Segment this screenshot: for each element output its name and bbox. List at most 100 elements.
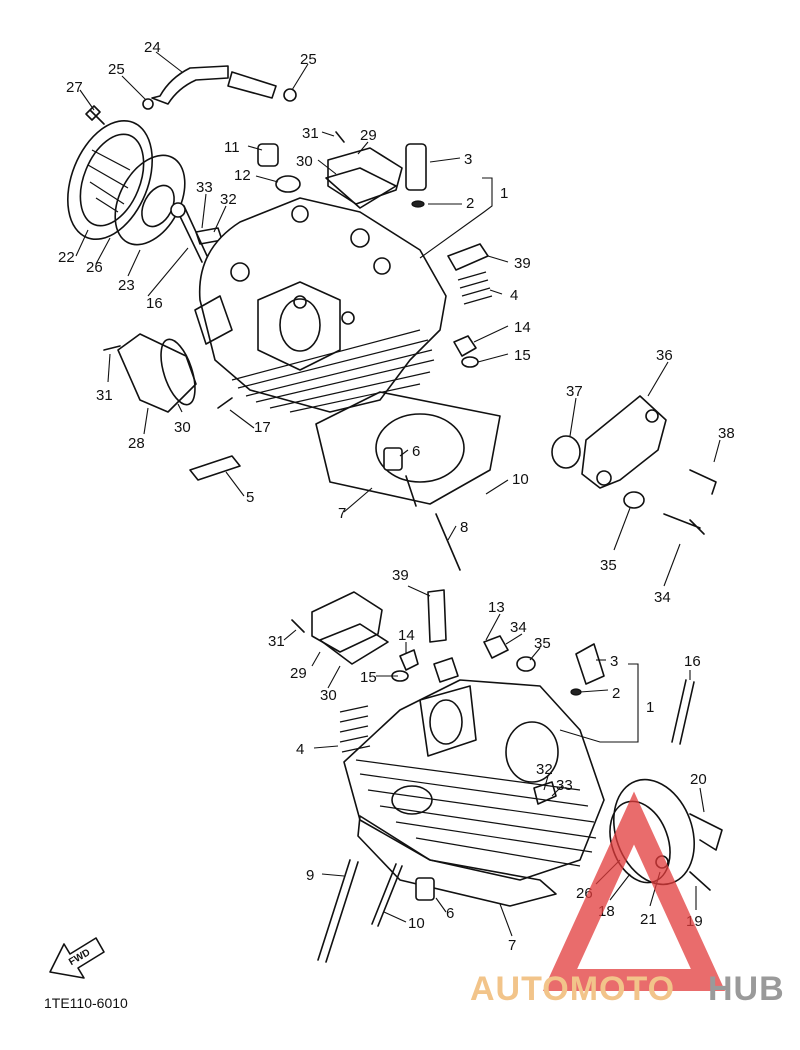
callout: 4 — [510, 287, 518, 304]
head-port — [257, 281, 341, 371]
callout: 31 — [268, 633, 285, 650]
cam-hole — [391, 785, 433, 815]
callout: 9 — [306, 867, 314, 884]
callout: 24 — [144, 39, 161, 56]
insulator — [433, 657, 459, 683]
callout: 1 — [646, 699, 654, 716]
warning-triangle-icon — [542, 791, 726, 991]
callout: 15 — [514, 347, 531, 364]
callout: 23 — [118, 277, 135, 294]
gasket-bore — [375, 413, 465, 483]
dowel-6 — [415, 877, 435, 901]
dowel — [217, 397, 233, 409]
side-cover — [117, 333, 197, 413]
bracket-hole — [596, 470, 612, 486]
bolt-34 — [663, 513, 705, 535]
callout: 15 — [360, 669, 377, 686]
callout: 32 — [220, 191, 237, 208]
cooling-fins — [355, 759, 597, 867]
callout: 7 — [338, 505, 346, 522]
callout: 22 — [58, 249, 75, 266]
washer — [275, 175, 301, 193]
callout: 5 — [246, 489, 254, 506]
diagram-code: 1TE110-6010 — [44, 995, 128, 1011]
callout: 33 — [556, 777, 573, 794]
callout: 30 — [320, 687, 337, 704]
callout: 14 — [398, 627, 415, 644]
washer — [461, 356, 479, 368]
head-boss — [350, 228, 370, 248]
stud-8 — [435, 513, 461, 571]
washer — [516, 656, 536, 672]
spring — [457, 271, 493, 305]
head-gasket — [357, 815, 557, 907]
callout: 2 — [466, 195, 474, 212]
washer — [623, 491, 645, 509]
side-gasket — [160, 338, 196, 406]
stud-10 — [405, 475, 417, 507]
nut — [399, 649, 419, 671]
engine-bracket — [581, 395, 667, 489]
callout: 11 — [224, 139, 240, 156]
callout: 3 — [610, 653, 618, 670]
callout: 35 — [534, 635, 551, 652]
callout: 39 — [514, 255, 531, 272]
callout: 35 — [600, 557, 617, 574]
callout: 4 — [296, 741, 304, 758]
watermark-text-b: HUB — [708, 970, 785, 1008]
callout: 36 — [656, 347, 673, 364]
dowel-6 — [383, 447, 403, 471]
callout: 34 — [654, 589, 671, 606]
head-flange — [194, 295, 233, 345]
callout: 16 — [684, 653, 701, 670]
breather-hose-end — [227, 71, 277, 99]
stud-10 — [371, 863, 403, 927]
bracket-hole — [645, 409, 659, 423]
callout: 10 — [408, 915, 425, 932]
callout: 25 — [300, 51, 317, 68]
callout: 8 — [460, 519, 468, 536]
valve-guide — [575, 643, 605, 685]
callout: 28 — [128, 435, 145, 452]
top-assembly — [67, 65, 717, 571]
valve-cover — [327, 147, 403, 205]
callout: 29 — [290, 665, 307, 682]
fwd-arrow: FWD — [49, 937, 105, 979]
head-boss — [293, 295, 307, 309]
bolt-head — [483, 635, 509, 659]
bolt — [85, 105, 105, 125]
callout: 16 — [146, 295, 163, 312]
callout: 30 — [296, 153, 313, 170]
callout: 27 — [66, 79, 83, 96]
spark-plug — [447, 243, 489, 271]
callout: 3 — [464, 151, 472, 168]
callout: 25 — [108, 61, 125, 78]
tappet-cover — [67, 119, 153, 241]
valve-cover-gasket — [325, 167, 397, 209]
port-opening — [429, 699, 463, 745]
callout: 31 — [302, 125, 319, 142]
bolt — [335, 131, 345, 143]
valve-guide — [405, 143, 427, 191]
callout: 26 — [86, 259, 103, 276]
port-opening — [279, 298, 321, 352]
watermark-logo — [542, 791, 726, 991]
callout: 10 — [512, 471, 529, 488]
cover-ribs — [87, 149, 131, 213]
head-port — [419, 685, 477, 757]
cap-nut — [257, 143, 279, 167]
stud-9 — [317, 859, 359, 963]
callout: 38 — [718, 425, 735, 442]
bolt — [103, 345, 121, 351]
exhaust-port — [505, 721, 559, 783]
stud-head — [170, 202, 186, 218]
oil-pipe — [189, 455, 241, 481]
guide-clip — [570, 688, 582, 696]
head-boss — [341, 311, 355, 325]
tappet-cover-inner — [79, 133, 145, 227]
leader-lines — [75, 51, 721, 937]
callout: 2 — [612, 685, 620, 702]
head-boss — [291, 205, 309, 223]
